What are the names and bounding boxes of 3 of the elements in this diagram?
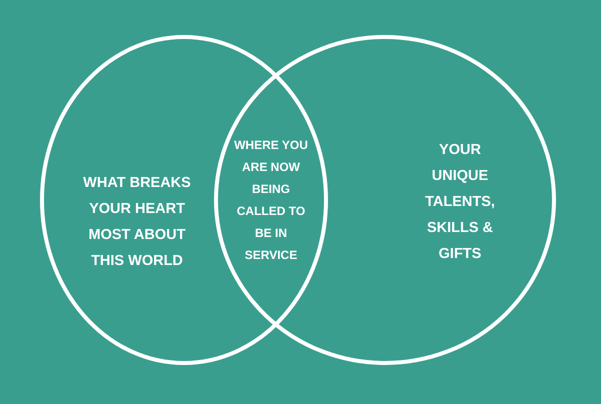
venn-label: WHERE YOU ARE NOW BEING CALLED TO BE IN SERVICE — [233, 137, 309, 264]
venn-label: YOUR UNIQUE TALENTS, SKILLS & GIFTS — [424, 141, 496, 264]
venn-label: WHAT BREAKS YOUR HEART MOST ABOUT THIS WORLD — [82, 174, 192, 271]
